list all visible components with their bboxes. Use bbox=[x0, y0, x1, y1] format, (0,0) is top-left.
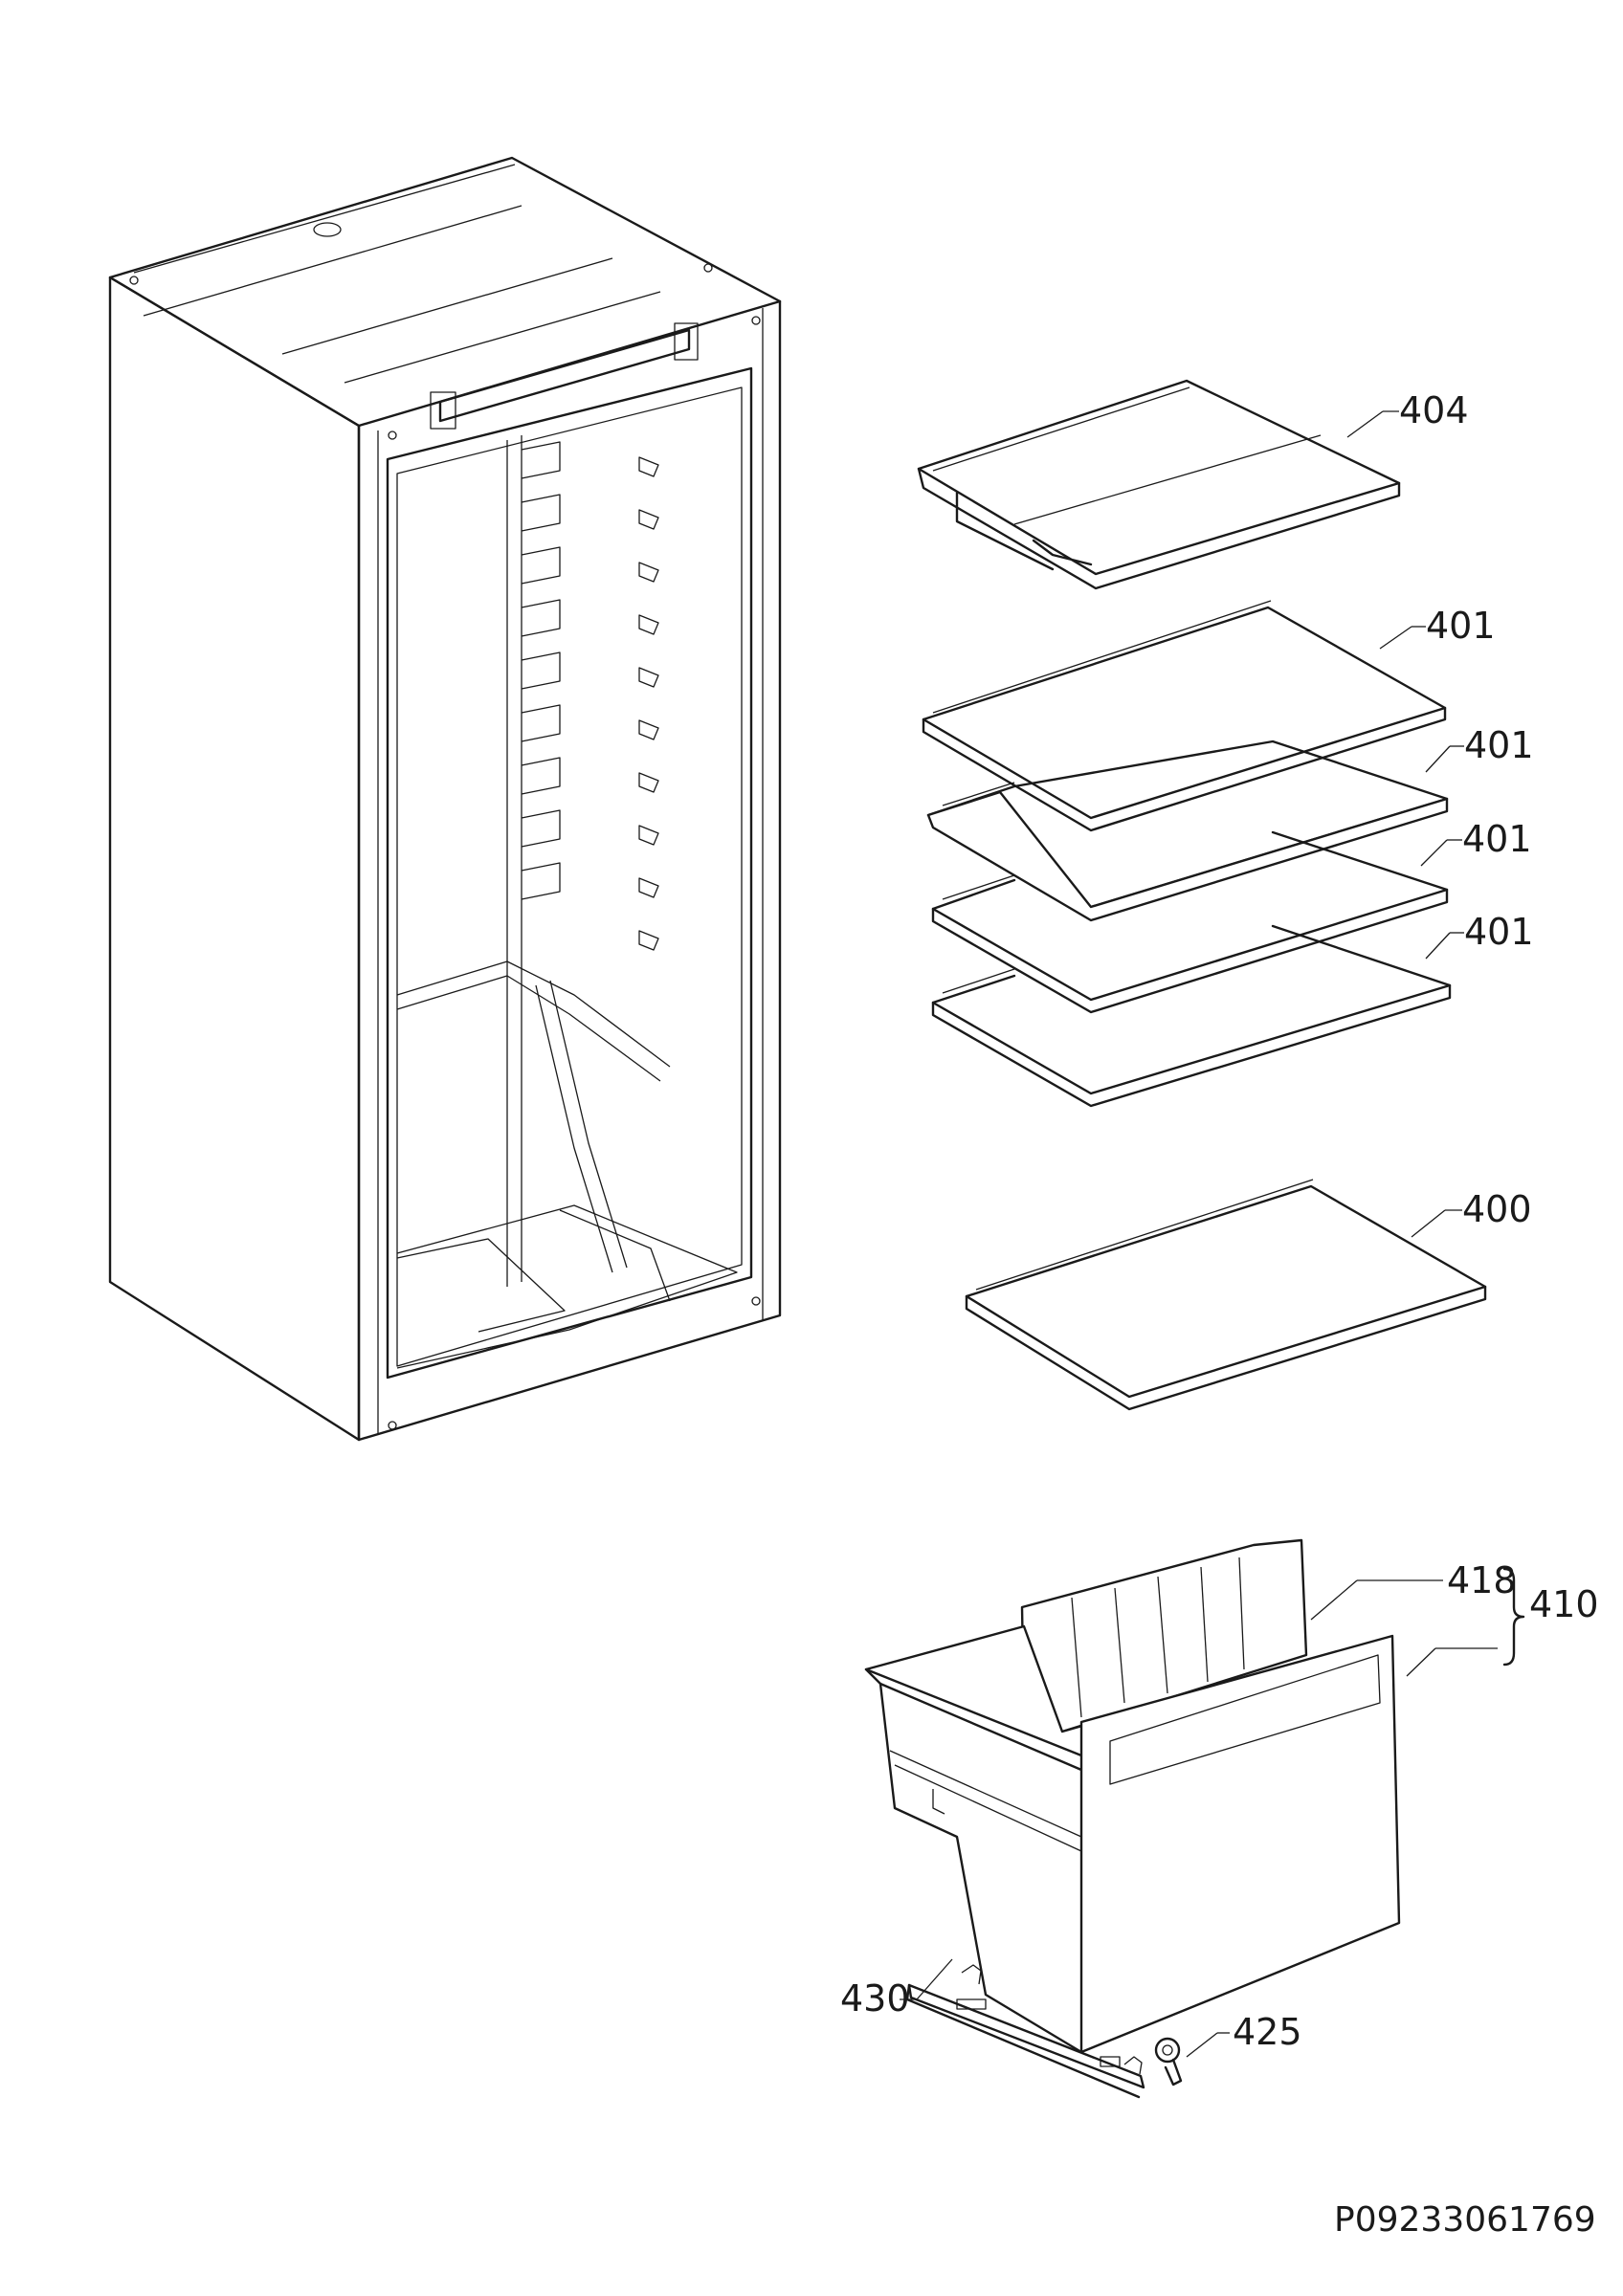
leader-400 bbox=[1411, 1209, 1446, 1238]
leader-404 bbox=[1346, 410, 1384, 438]
leader-425 bbox=[1186, 2032, 1218, 2058]
shelf-401-b bbox=[926, 740, 1449, 922]
label-400: 400 bbox=[1462, 1188, 1532, 1230]
leader-430 bbox=[916, 1958, 953, 2000]
shelf-400 bbox=[965, 1179, 1487, 1411]
leader-410 bbox=[1406, 1647, 1436, 1677]
shelf-401-a bbox=[922, 600, 1447, 832]
label-418: 418 bbox=[1447, 1559, 1517, 1601]
label-425: 425 bbox=[1233, 2011, 1302, 2053]
leader-401-d bbox=[1425, 932, 1451, 960]
clip-425 bbox=[1154, 2037, 1183, 2086]
label-430: 430 bbox=[840, 1977, 910, 2020]
document-code: P09233061769 bbox=[1334, 2200, 1596, 2240]
label-410: 410 bbox=[1529, 1583, 1599, 1625]
shelf-401-d bbox=[931, 924, 1452, 1108]
label-401-c: 401 bbox=[1462, 818, 1532, 860]
leader-401-b bbox=[1425, 745, 1451, 773]
shelf-support-column bbox=[521, 441, 561, 900]
label-401-b: 401 bbox=[1464, 724, 1534, 766]
brace-410 bbox=[1502, 1567, 1525, 1667]
label-401-d: 401 bbox=[1464, 911, 1534, 953]
crisper-drawer-410 bbox=[864, 1538, 1401, 2054]
shelf-support-notches bbox=[638, 456, 659, 951]
refrigerator-cabinet bbox=[108, 156, 782, 1442]
shelf-404 bbox=[917, 379, 1401, 590]
label-401-a: 401 bbox=[1426, 605, 1496, 647]
label-404: 404 bbox=[1399, 389, 1469, 431]
leader-418 bbox=[1310, 1579, 1358, 1621]
shelf-401-c bbox=[931, 830, 1449, 1014]
leader-401-a bbox=[1379, 626, 1412, 650]
leader-401-c bbox=[1420, 839, 1448, 867]
